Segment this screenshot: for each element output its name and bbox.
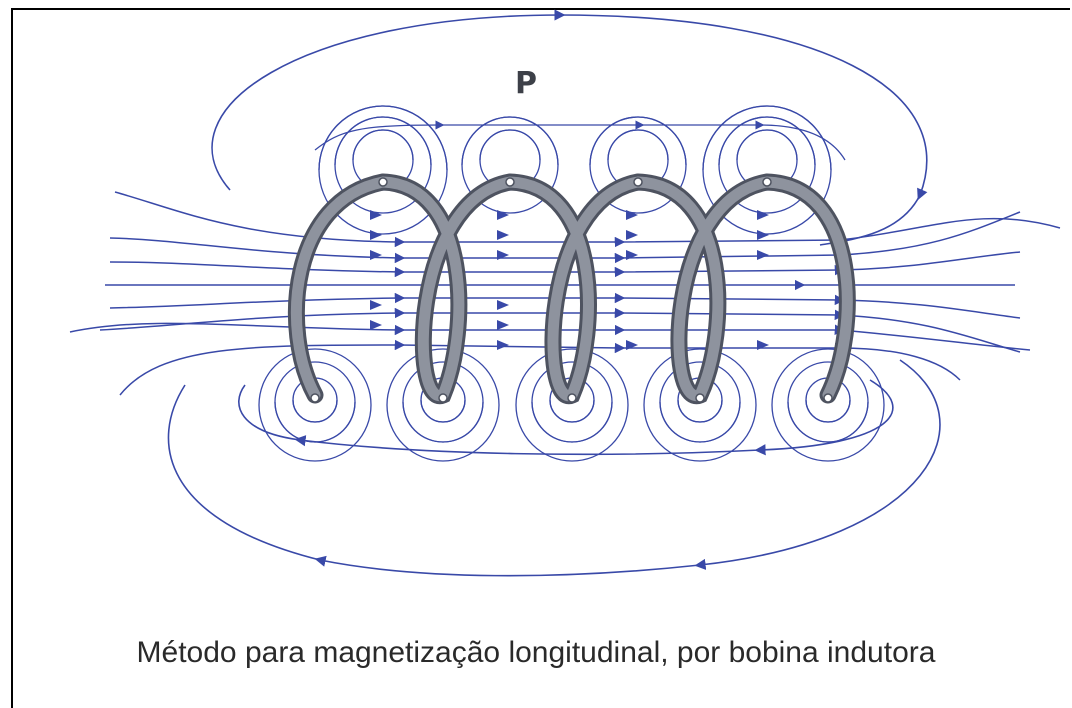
wire-dot bbox=[633, 177, 643, 187]
wire-dot bbox=[310, 393, 320, 403]
wire-dot bbox=[567, 393, 577, 403]
top-outer-loop bbox=[211, 9, 928, 246]
point-label-p: P bbox=[515, 66, 537, 101]
axial-line bbox=[99, 307, 1021, 353]
axial-line bbox=[114, 191, 1061, 248]
axial-line bbox=[109, 211, 1021, 264]
bottom-outer-loop bbox=[167, 359, 941, 577]
bottom-vortex-1 bbox=[258, 348, 372, 462]
arrow-column bbox=[626, 210, 638, 350]
arrow-column bbox=[757, 210, 769, 350]
bottom-vortex-4 bbox=[643, 348, 757, 462]
outer-field-lines bbox=[167, 9, 941, 577]
arrow-column bbox=[497, 210, 509, 350]
wire-dot bbox=[823, 393, 833, 403]
axial-line bbox=[109, 292, 1021, 319]
bottom-inner-loop bbox=[238, 379, 894, 456]
interior-arrows bbox=[370, 210, 769, 350]
arrow-column bbox=[370, 210, 382, 330]
axial-field-lines bbox=[69, 191, 1061, 396]
figure-frame bbox=[11, 8, 1070, 708]
wire-dot bbox=[505, 177, 515, 187]
wire-dot bbox=[438, 393, 448, 403]
vortex-circles bbox=[258, 105, 885, 462]
top-connecting-line bbox=[314, 120, 846, 161]
figure-caption: Método para magnetização longitudinal, p… bbox=[136, 636, 936, 669]
axial-line bbox=[69, 322, 1031, 351]
top-vortex-2 bbox=[461, 116, 559, 214]
axial-line bbox=[109, 251, 1021, 278]
wire-dots bbox=[310, 177, 833, 403]
bottom-vortex-3 bbox=[515, 348, 629, 462]
axial-line bbox=[119, 339, 961, 396]
wire-dot bbox=[762, 177, 772, 187]
wire-dot bbox=[695, 393, 705, 403]
top-vortex-4 bbox=[702, 105, 832, 235]
bottom-vortex-2 bbox=[386, 348, 500, 462]
wire-dot bbox=[378, 177, 388, 187]
